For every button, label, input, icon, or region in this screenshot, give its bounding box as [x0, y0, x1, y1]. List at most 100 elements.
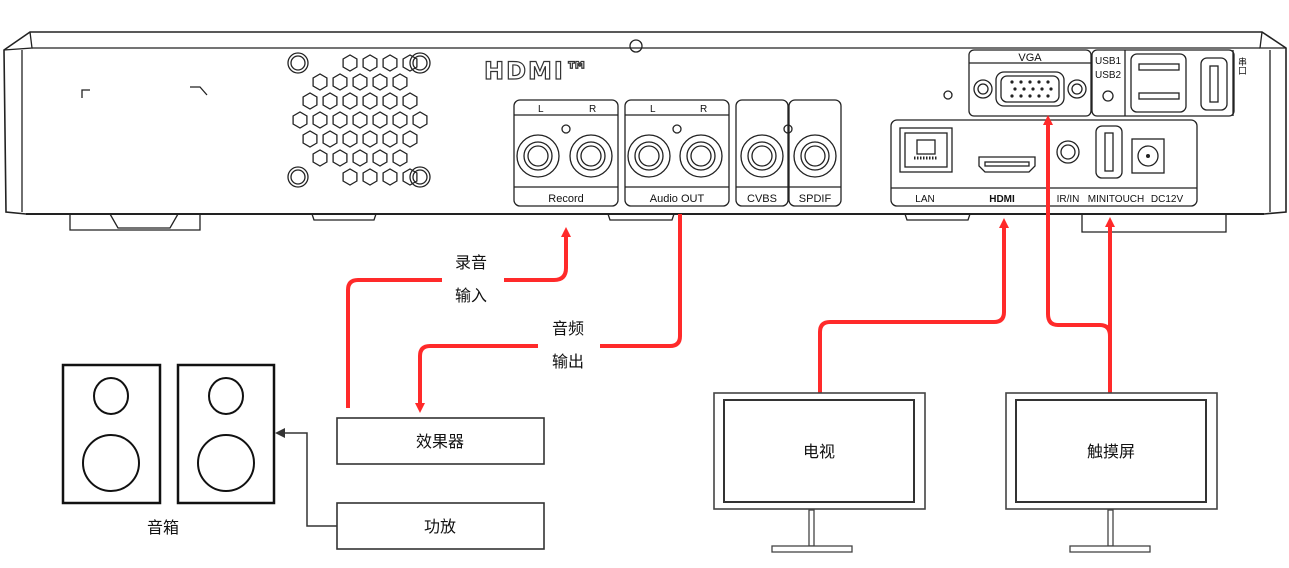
grille-hole [392, 73, 408, 91]
vga-pin [1013, 87, 1017, 91]
hdmi-logo: HDMI™ [484, 57, 591, 85]
serial-label: 串口 [1237, 57, 1247, 75]
grille-hole [322, 92, 338, 110]
audio-output-label-line2: 输出 [552, 352, 584, 371]
speakers-label: 音箱 [147, 518, 179, 537]
grille-hole [392, 149, 408, 167]
grille-hole [352, 149, 368, 167]
vga-pin [1049, 87, 1053, 91]
screw-icon [287, 166, 309, 188]
cvbs-label: CVBS [747, 193, 777, 205]
grille-hole [352, 111, 368, 129]
screw-icon [412, 169, 428, 185]
vga-label: VGA [1018, 52, 1042, 64]
vga-pin [1028, 94, 1032, 98]
amplifier-unit[interactable]: 功放 [336, 502, 545, 550]
vga-pin [1028, 80, 1032, 84]
grille-hole [382, 168, 398, 186]
cvbs-spdif-port-group: CVBS SPDIF [735, 99, 842, 207]
fan-grille [287, 52, 431, 188]
audio-out-label: Audio OUT [650, 193, 705, 205]
minitouch-label: MINITOUCH [1088, 194, 1144, 205]
touchscreen-label: 触摸屏 [1087, 442, 1135, 461]
cable-amp-speaker [275, 428, 337, 527]
grille-hole [362, 54, 378, 72]
vga-pin [1037, 94, 1041, 98]
record-left-jack[interactable] [516, 134, 560, 178]
svg-text:R: R [700, 104, 707, 115]
spdif-jack[interactable] [793, 134, 837, 178]
screw-icon [409, 52, 431, 74]
screw-icon [409, 166, 431, 188]
record-port-group: L R Record [513, 99, 619, 207]
cable-hdmi-tv [818, 218, 1009, 396]
grille-hole [302, 92, 318, 110]
grille-hole [372, 73, 388, 91]
tv-monitor[interactable]: 电视 [713, 392, 926, 553]
cvbs-jack[interactable] [740, 134, 784, 178]
effects-label: 效果器 [416, 432, 464, 451]
lan-label: LAN [915, 194, 934, 205]
grille-hole [292, 111, 308, 129]
vga-port[interactable] [973, 71, 1087, 107]
grille-hole [362, 92, 378, 110]
record-label: Record [548, 193, 583, 205]
vga-pin [1046, 80, 1050, 84]
grille-hole [342, 92, 358, 110]
touchscreen-monitor[interactable]: 触摸屏 [1005, 392, 1218, 553]
device-back-panel [3, 31, 1287, 233]
grille-hole [402, 130, 418, 148]
svg-text:L: L [650, 104, 656, 115]
grille-hole [342, 54, 358, 72]
grille-hole [392, 111, 408, 129]
grille-hole [342, 168, 358, 186]
grille-hole [352, 73, 368, 91]
grille-hole [362, 168, 378, 186]
spdif-label: SPDIF [799, 193, 832, 205]
grille-hole [382, 54, 398, 72]
hdmi-port[interactable] [978, 156, 1036, 173]
vga-port-group: VGA [968, 49, 1092, 117]
effects-unit[interactable]: 效果器 [336, 417, 545, 465]
speaker-right [176, 363, 276, 505]
grille-hole [332, 149, 348, 167]
indicator-led [943, 90, 953, 100]
vga-pin [1037, 80, 1041, 84]
grille-hole [312, 111, 328, 129]
screw-icon [412, 55, 428, 71]
record-input-label-line1: 录音 [455, 253, 487, 272]
grille-hole [372, 149, 388, 167]
audio-output-label-line1: 音频 [552, 319, 584, 338]
usb-serial-group: USB1 USB2 串口 [1091, 49, 1247, 117]
lan-port[interactable] [899, 127, 953, 173]
irin-label: IR/IN [1057, 194, 1080, 205]
amplifier-label: 功放 [424, 517, 456, 536]
record-right-jack[interactable] [569, 134, 613, 178]
dc-power-port[interactable] [1131, 138, 1165, 174]
audio-out-left-jack[interactable] [627, 134, 671, 178]
grille-hole [312, 73, 328, 91]
grille-hole [342, 130, 358, 148]
ir-in-port[interactable] [1056, 140, 1080, 164]
hdmi-port-label: HDMI [989, 194, 1015, 205]
svg-text:L: L [538, 104, 544, 115]
grille-hole [322, 130, 338, 148]
audio-out-right-jack[interactable] [679, 134, 723, 178]
tv-label: 电视 [803, 442, 835, 461]
grille-hole [332, 73, 348, 91]
vga-pin [1010, 94, 1014, 98]
serial-port[interactable] [1200, 57, 1228, 111]
vga-pin [1046, 94, 1050, 98]
vga-pin [1022, 87, 1026, 91]
grille-hole [402, 54, 418, 72]
grille-hole [312, 149, 328, 167]
grille-hole [362, 130, 378, 148]
minitouch-port[interactable] [1095, 125, 1123, 179]
usb-dual-port[interactable] [1130, 53, 1187, 113]
record-input-label-line2: 输入 [455, 286, 487, 305]
grille-hole [382, 130, 398, 148]
grille-hole [412, 111, 428, 129]
screw-icon [290, 55, 306, 71]
vga-pin [1040, 87, 1044, 91]
audio-out-port-group: L R Audio OUT [624, 99, 730, 207]
